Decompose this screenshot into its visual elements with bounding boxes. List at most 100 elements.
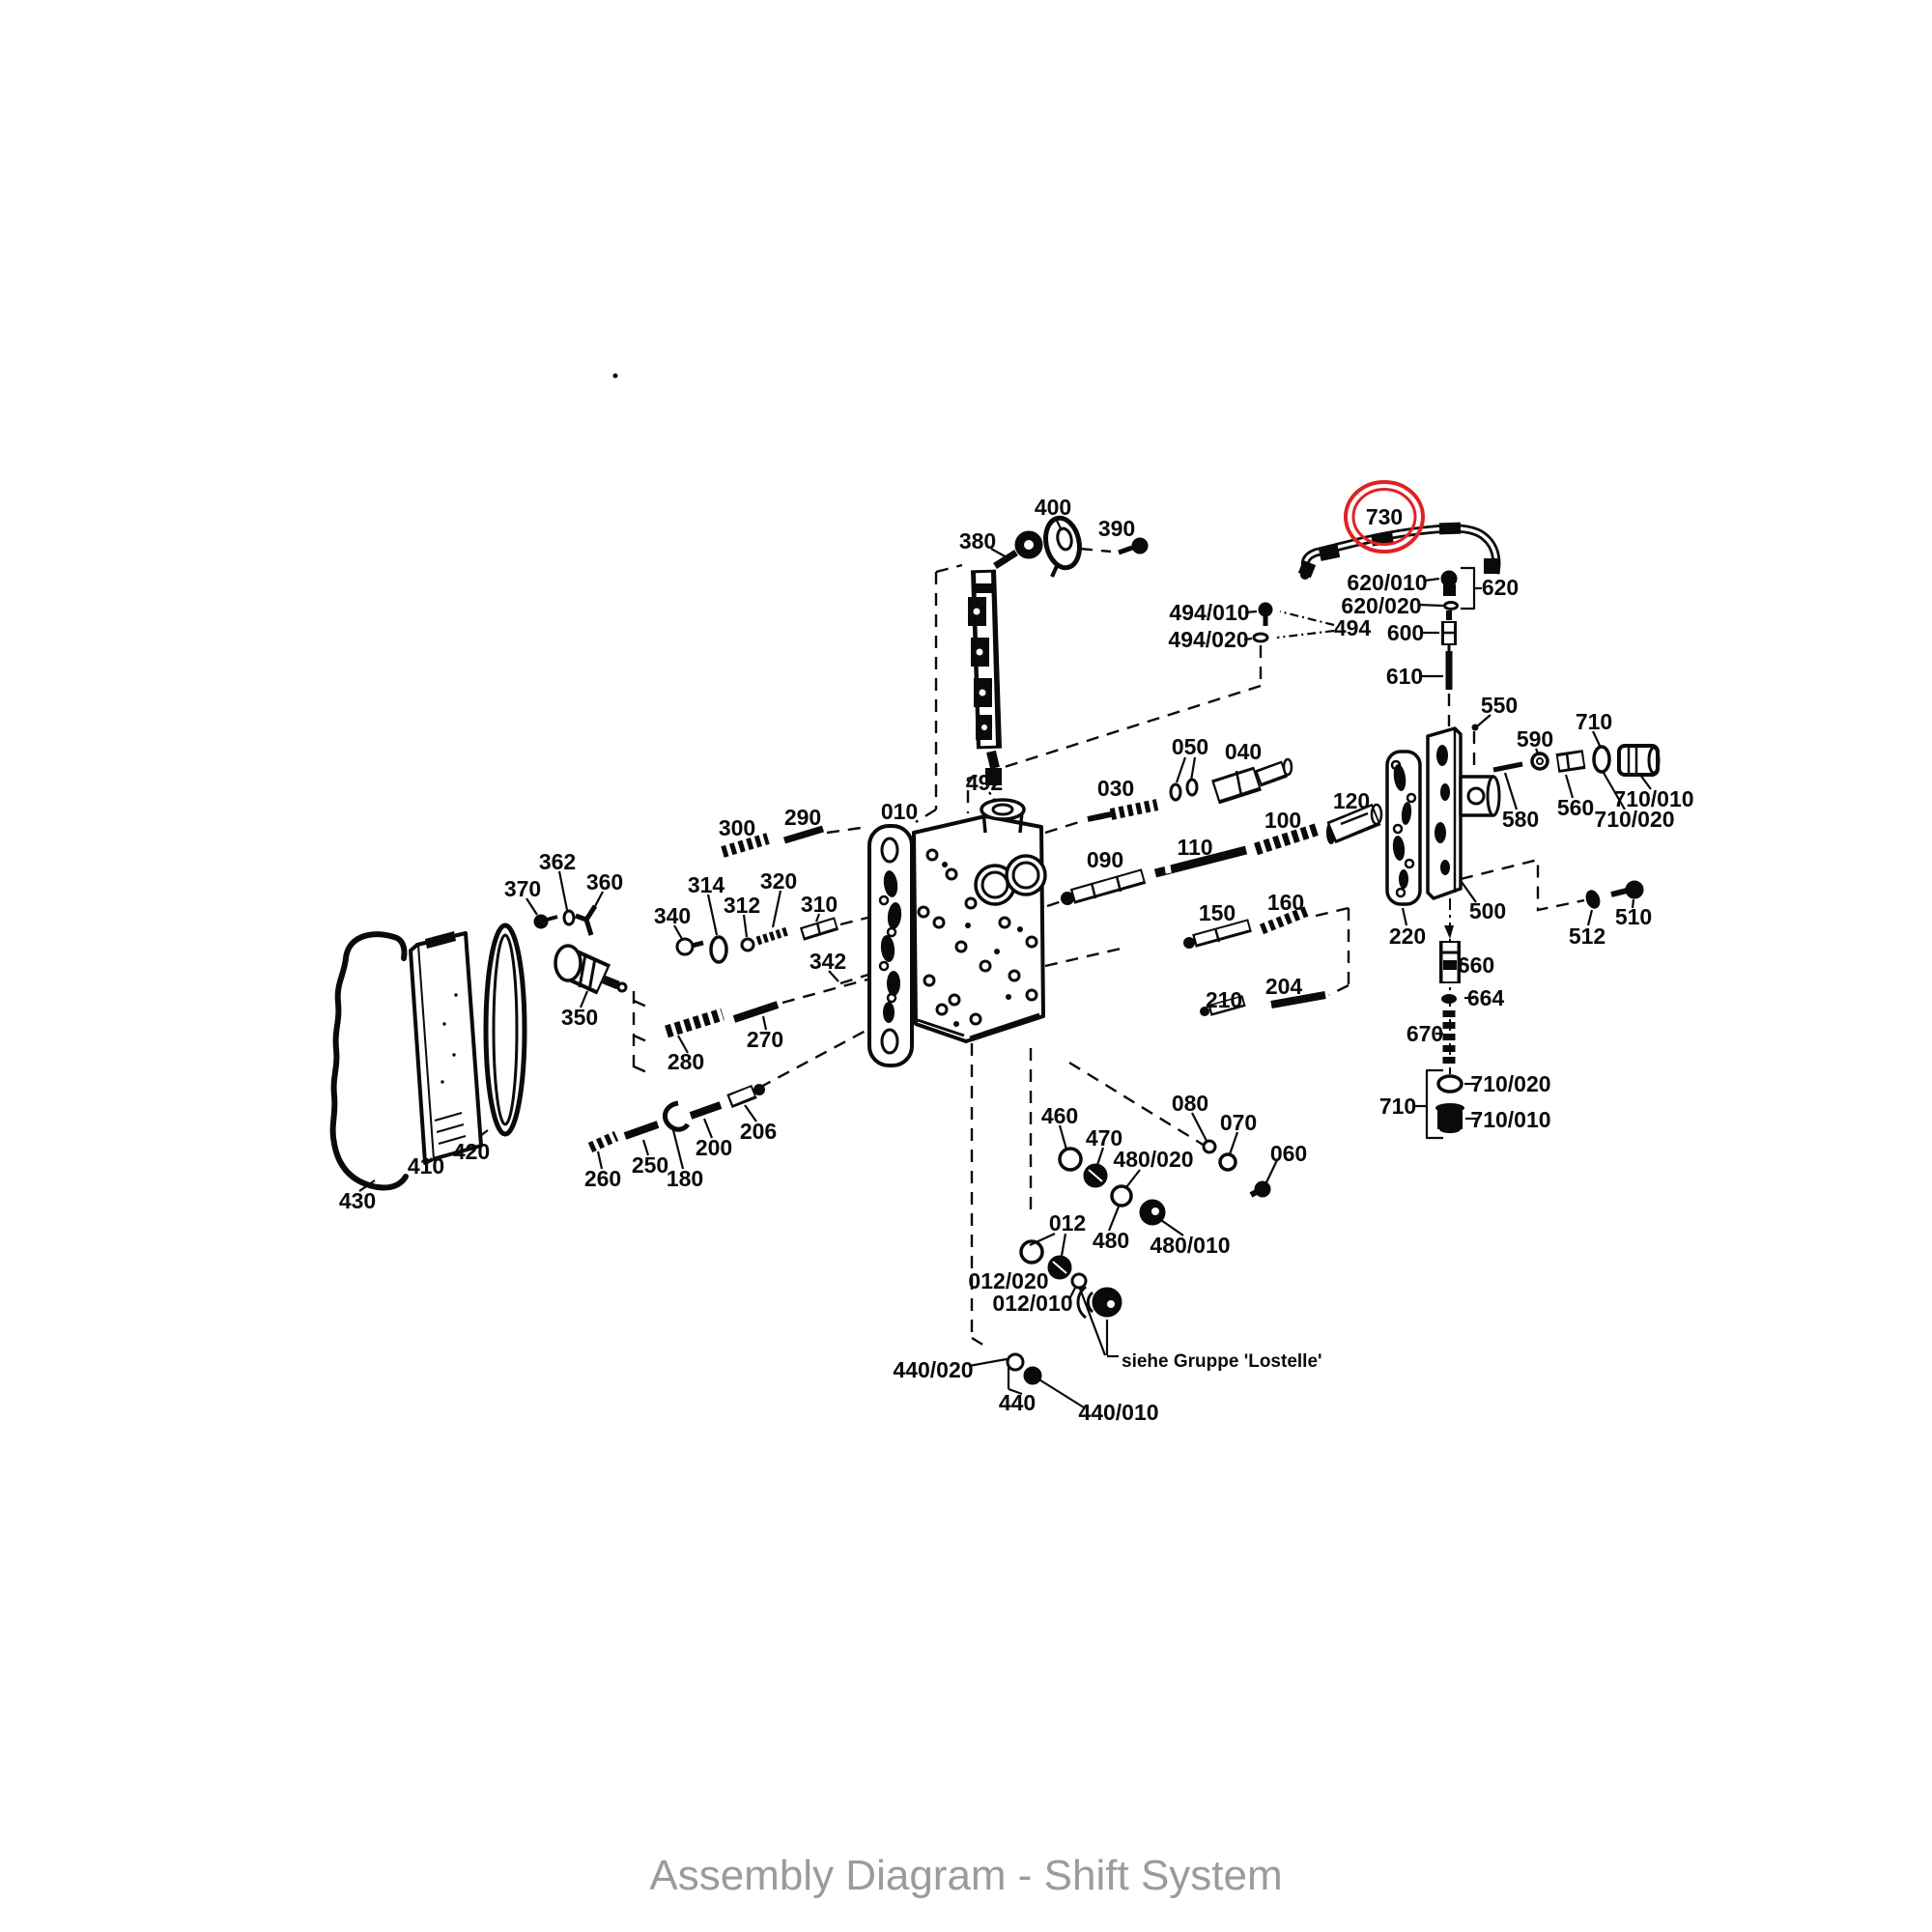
part-label-040: 040 xyxy=(1225,739,1262,764)
part-label-512: 512 xyxy=(1569,923,1605,949)
cluster-460-480 xyxy=(1058,1147,1166,1226)
caption: Assembly Diagram - Shift System xyxy=(649,1852,1282,1899)
highlight-circle-730 xyxy=(1344,480,1425,554)
ring-420 xyxy=(483,923,527,1137)
part-label-664: 664 xyxy=(1467,985,1505,1010)
part-label-314: 314 xyxy=(688,872,725,897)
chain-260-206 xyxy=(587,1084,765,1153)
part-label-620_020: 620/020 xyxy=(1341,593,1421,618)
chain-580-710 xyxy=(1492,744,1661,777)
part-label-300: 300 xyxy=(719,815,755,840)
flange-400 xyxy=(1043,515,1082,578)
reference-dot xyxy=(1471,724,1479,731)
part-label-380: 380 xyxy=(959,528,996,554)
part-label-580: 580 xyxy=(1502,807,1539,832)
cluster-080-060 xyxy=(1202,1139,1271,1198)
valve-body-010 xyxy=(867,798,1047,1067)
plug-512 xyxy=(1585,890,1601,909)
parts-370-362-360 xyxy=(533,904,598,936)
part-label-710: 710 xyxy=(1576,709,1612,734)
harness-380 xyxy=(968,530,1043,785)
part-label-620_010: 620/010 xyxy=(1347,570,1427,595)
cluster-012-440 xyxy=(1006,1239,1122,1385)
part-label-590: 590 xyxy=(1517,726,1553,752)
chain-150-160 xyxy=(1183,904,1313,949)
part-label-400: 400 xyxy=(1035,495,1071,520)
part-label-480: 480 xyxy=(1093,1228,1129,1253)
part-label-210: 210 xyxy=(1206,987,1242,1012)
part-label-440_020: 440/020 xyxy=(893,1357,973,1382)
part-label-012_020: 012/020 xyxy=(968,1268,1048,1293)
chain-090-120 xyxy=(1061,803,1383,905)
part-label-494_020: 494/020 xyxy=(1168,627,1248,652)
part-label-290: 290 xyxy=(784,805,821,830)
part-label-010: 010 xyxy=(881,799,918,824)
part-label-620: 620 xyxy=(1482,575,1519,600)
part-label-342: 342 xyxy=(810,949,846,974)
parts-artwork xyxy=(329,373,1661,1385)
part-label-362: 362 xyxy=(539,849,576,874)
bolt-390 xyxy=(1118,537,1149,555)
bolt-510 xyxy=(1610,880,1644,899)
part-label-550: 550 xyxy=(1481,693,1518,718)
part-label-180: 180 xyxy=(667,1166,703,1191)
part-label-470: 470 xyxy=(1086,1125,1122,1151)
part-label-610: 610 xyxy=(1386,664,1423,689)
part-label-250: 250 xyxy=(632,1152,668,1178)
part-label-310: 310 xyxy=(801,892,838,917)
part-label-560: 560 xyxy=(1557,795,1594,820)
part-label-460: 460 xyxy=(1041,1103,1078,1128)
chain-300-290 xyxy=(721,825,825,858)
part-label-440_010: 440/010 xyxy=(1078,1400,1158,1425)
part-label-500: 500 xyxy=(1469,898,1506,923)
part-label-150: 150 xyxy=(1199,900,1236,925)
part-label-370: 370 xyxy=(504,876,541,901)
part-label-420: 420 xyxy=(453,1139,490,1164)
part-label-340: 340 xyxy=(654,903,691,928)
part-label-070: 070 xyxy=(1220,1110,1257,1135)
part-label-012: 012 xyxy=(1049,1210,1086,1236)
part-label-730: 730 xyxy=(1366,504,1403,529)
part-label-710_010: 710/010 xyxy=(1613,786,1693,811)
part-label-012_010: 012/010 xyxy=(992,1291,1072,1316)
part-label-670: 670 xyxy=(1406,1021,1443,1046)
part-label-090: 090 xyxy=(1087,847,1123,872)
part-label-390: 390 xyxy=(1098,516,1135,541)
valve-600 xyxy=(1441,611,1457,645)
part-label-270: 270 xyxy=(747,1027,783,1052)
chain-210-204 xyxy=(1200,991,1326,1016)
solenoid-350 xyxy=(554,944,628,995)
plate-500 xyxy=(1426,726,1501,900)
part-label-492: 492 xyxy=(966,770,1003,795)
chain-030-040 xyxy=(1087,757,1293,822)
hose-730 xyxy=(1297,522,1501,580)
part-label-100: 100 xyxy=(1264,808,1301,833)
part-label-120: 120 xyxy=(1333,788,1370,813)
part-label-200: 200 xyxy=(696,1135,732,1160)
part-label-160: 160 xyxy=(1267,890,1304,915)
part-labels: 380 400 390 730 620/010 620 620/020 494/010494/… xyxy=(339,495,1694,1425)
gasket-220 xyxy=(1385,750,1422,906)
chain-280-270 xyxy=(665,1001,780,1038)
part-label-220: 220 xyxy=(1389,923,1426,949)
group-note: siehe Gruppe 'Lostelle' xyxy=(1122,1351,1322,1372)
fitting-494 xyxy=(1252,602,1273,643)
part-label-312: 312 xyxy=(724,893,760,918)
part-label-320: 320 xyxy=(760,868,797,894)
part-label-710_020: 710/020 xyxy=(1594,807,1674,832)
stray-dot xyxy=(612,373,618,379)
part-label-080: 080 xyxy=(1172,1091,1208,1116)
part-label-480_020: 480/020 xyxy=(1113,1147,1193,1172)
part-label-660: 660 xyxy=(1458,952,1494,978)
part-label-600: 600 xyxy=(1387,620,1424,645)
part-label-350: 350 xyxy=(561,1005,598,1030)
part-label-494_010: 494/010 xyxy=(1169,600,1249,625)
part-label-360: 360 xyxy=(586,869,623,895)
part-label-060: 060 xyxy=(1270,1141,1307,1166)
part-label-206: 206 xyxy=(740,1119,777,1144)
part-label-494: 494 xyxy=(1334,615,1372,640)
stack-660-710 xyxy=(1435,898,1464,1133)
chain-340-310 xyxy=(675,917,839,964)
